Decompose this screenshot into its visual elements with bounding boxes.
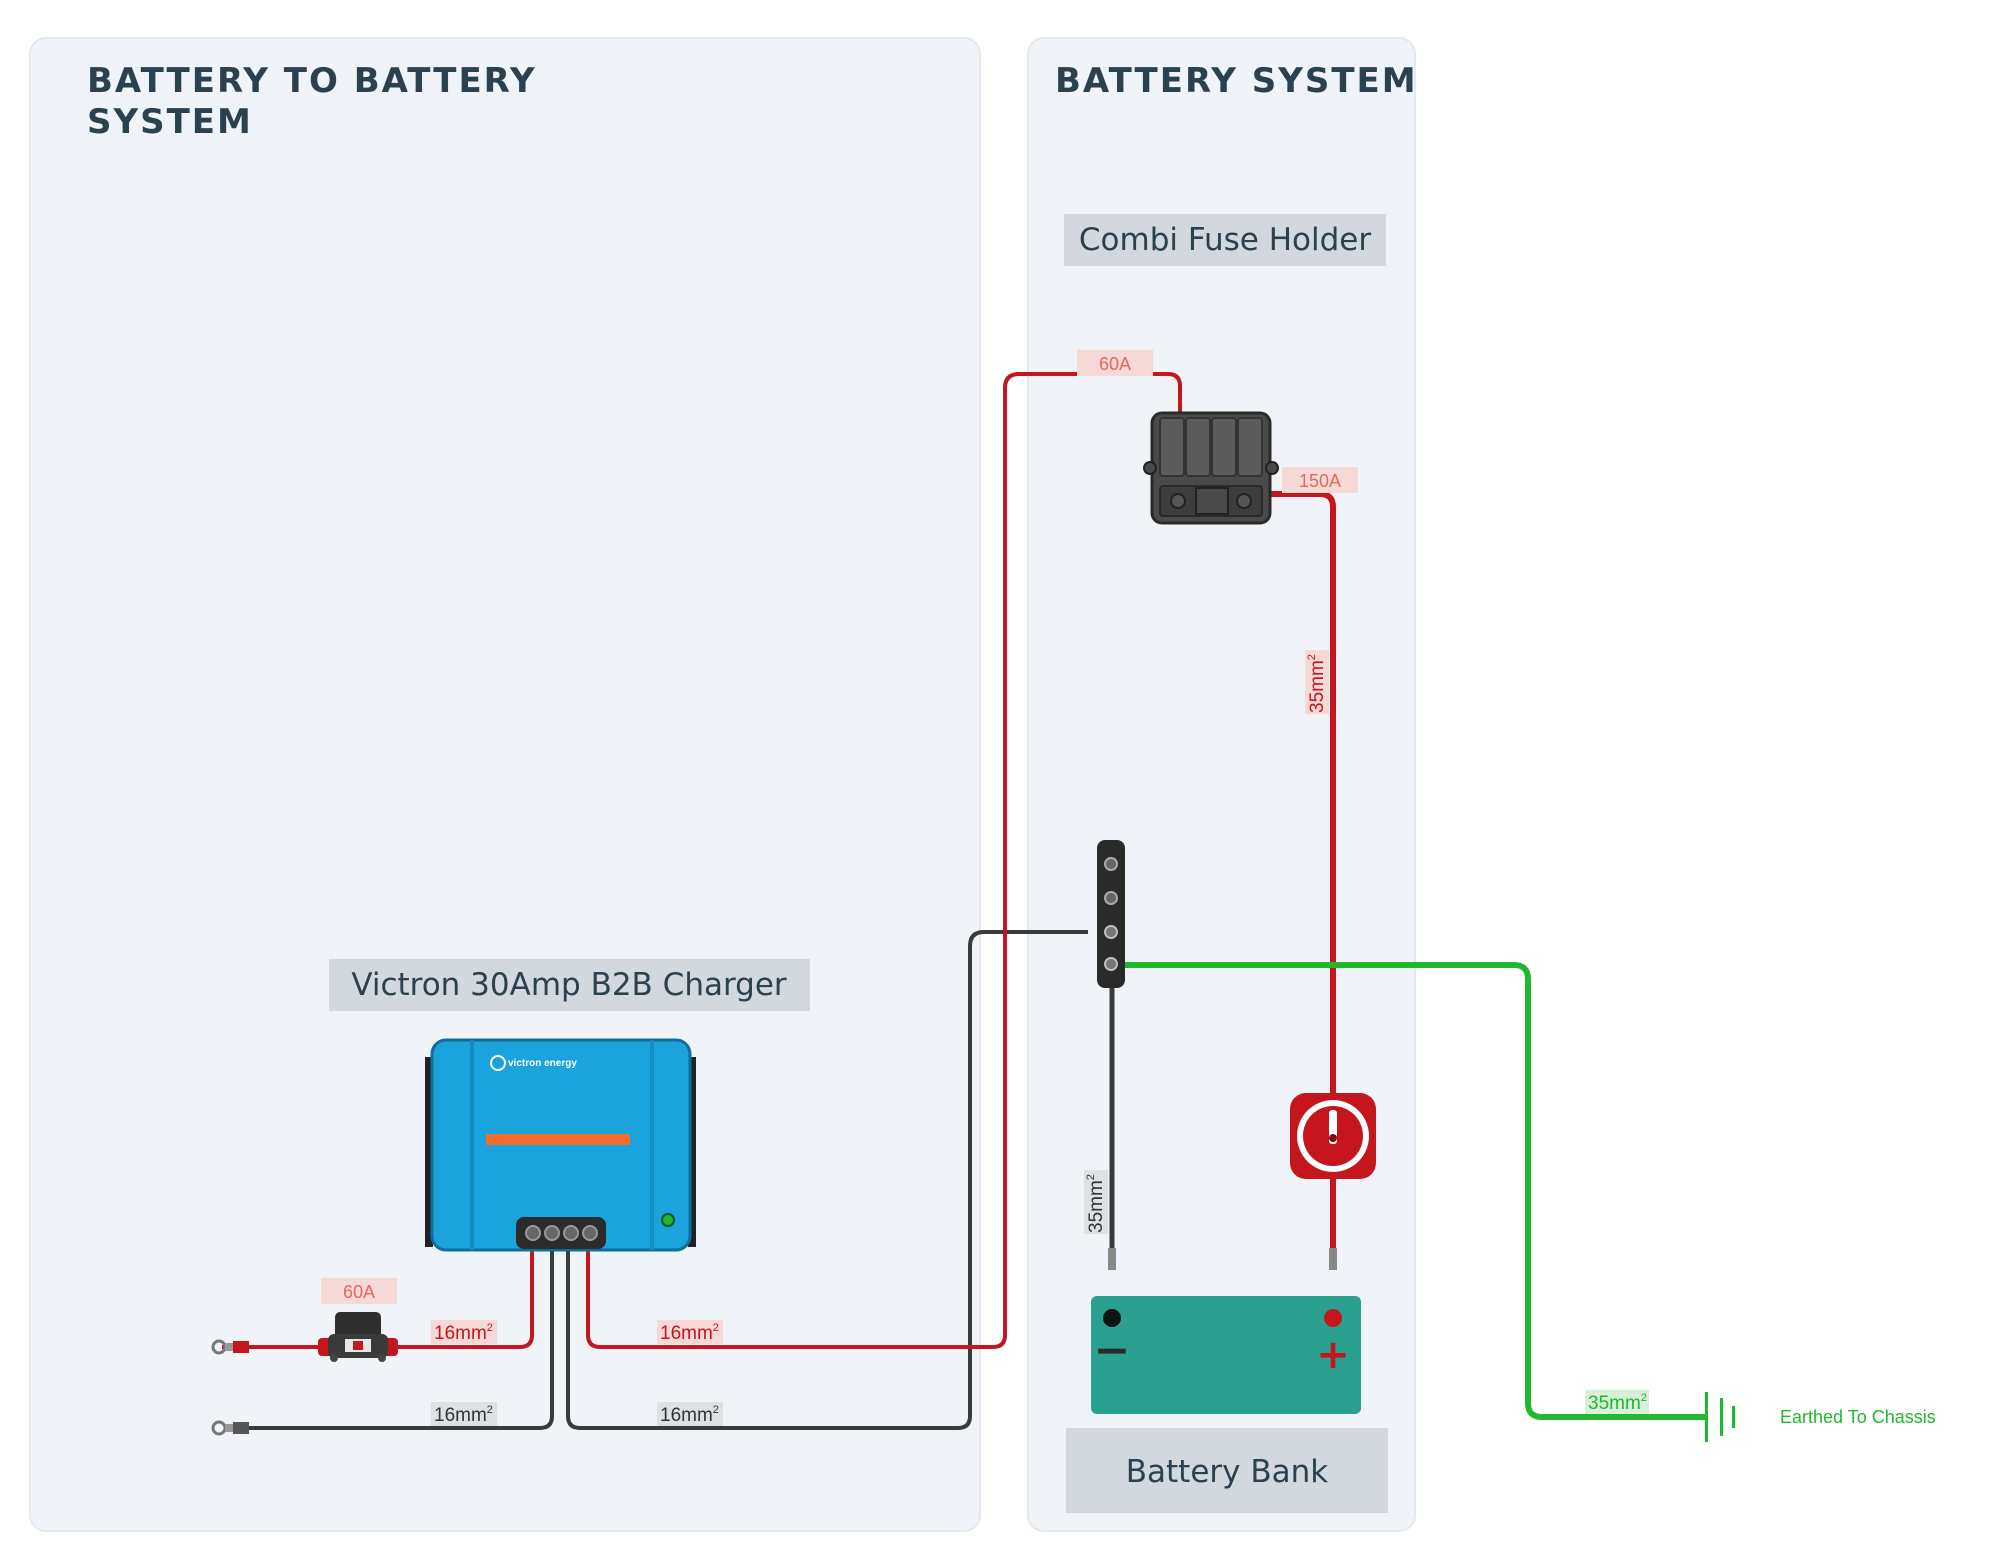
panel-b2b-title-line2: SYSTEM [87, 102, 253, 142]
gauge-in-neg: 16mm2 [434, 1404, 493, 1426]
cable-main-positive [1268, 491, 1336, 1255]
victron-logo-icon [490, 1055, 506, 1071]
panel-b2b-title-line1: BATTERY TO BATTERY [87, 61, 537, 101]
victron-brand-text: victron energy [508, 1058, 577, 1069]
charger-label: Victron 30Amp B2B Charger [351, 967, 787, 1003]
battery-positive-post [1329, 1248, 1337, 1270]
battery-bank-label-bg [1066, 1428, 1388, 1513]
fuse-rating-input-bg [321, 1278, 397, 1304]
battery-bank-label: Battery Bank [1126, 1454, 1329, 1490]
ring-terminal-input-positive [211, 1339, 249, 1355]
gauge-out-neg-bg [657, 1402, 723, 1426]
gauge-battery-neg-bg [1084, 1170, 1108, 1234]
gauge-in-pos: 16mm2 [434, 1322, 493, 1344]
cable-in-positive [222, 1250, 534, 1349]
battery-negative-post [1108, 1248, 1116, 1270]
ring-terminal-input-negative [211, 1420, 249, 1436]
cable-out-positive [586, 372, 1182, 1349]
battery-icon [1091, 1296, 1361, 1414]
battery-positive-terminal [1324, 1309, 1342, 1327]
earth-ground-icon [1705, 1392, 1735, 1442]
negative-busbar-icon [1097, 840, 1125, 988]
gauge-earth: 35mm2 [1588, 1392, 1647, 1414]
gauge-out-pos: 16mm2 [660, 1322, 719, 1344]
panel-b2b [29, 37, 981, 1532]
fuse-rating-charger-output-bg [1077, 350, 1153, 376]
charger-label-bg [329, 959, 810, 1011]
gauge-earth-bg [1585, 1390, 1649, 1414]
battery-positive-symbol: + [1316, 1332, 1350, 1378]
battery-negative-symbol: − [1094, 1325, 1131, 1376]
victron-charger-icon [425, 1038, 696, 1252]
cable-out-negative [566, 930, 1088, 1430]
fuse-rating-main: 150A [1299, 471, 1341, 491]
gauge-in-neg-bg [431, 1402, 497, 1426]
gauge-in-pos-bg [431, 1320, 497, 1344]
cable-in-negative [248, 1250, 554, 1430]
gauge-out-neg: 16mm2 [660, 1404, 719, 1426]
fuse-rating-charger-output: 60A [1099, 354, 1131, 374]
gauge-out-pos-bg [657, 1320, 723, 1344]
combi-fuse-holder-icon [1143, 411, 1279, 525]
gauge-battery-pos: 35mm2 [1306, 654, 1328, 713]
fuse-holder-label: Combi Fuse Holder [1079, 222, 1371, 258]
gauge-battery-neg: 35mm2 [1085, 1174, 1107, 1233]
fuse-holder-label-bg [1064, 214, 1386, 266]
battery-switch-icon [1290, 1093, 1376, 1179]
fuse-rating-input: 60A [343, 1282, 375, 1302]
cable-earth [1118, 962, 1705, 1420]
battery-negative-terminal [1103, 1309, 1121, 1327]
inline-fuse-icon [318, 1312, 398, 1362]
fuse-rating-main-bg [1282, 467, 1358, 493]
panel-battery-title: BATTERY SYSTEM [1055, 61, 1418, 101]
gauge-battery-pos-bg [1305, 650, 1329, 714]
earth-label: Earthed To Chassis [1780, 1407, 1936, 1427]
